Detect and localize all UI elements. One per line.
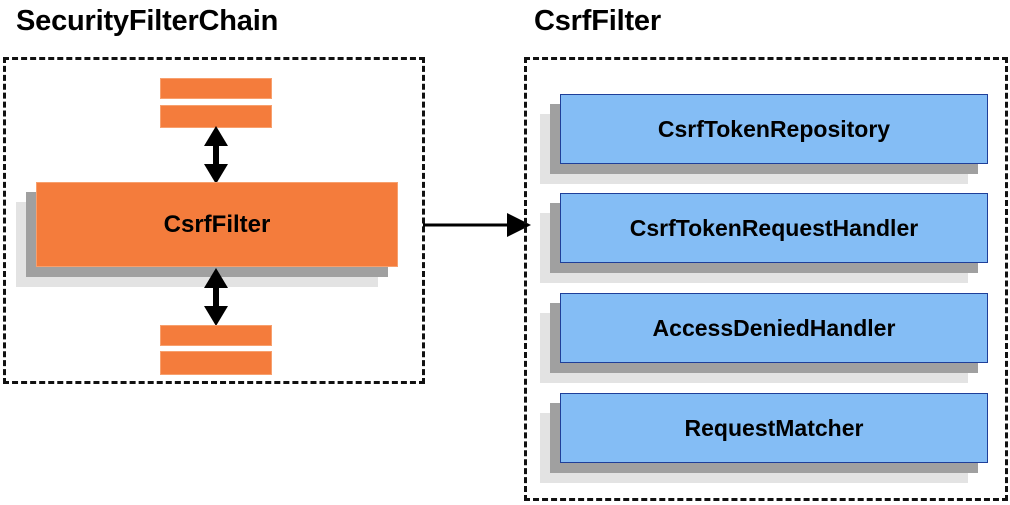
panel-csrf-filter-detail: [524, 57, 1008, 501]
collaborator-access-denied-handler[interactable]: AccessDeniedHandler: [540, 293, 988, 383]
collaborator-request-matcher[interactable]: RequestMatcher: [540, 393, 988, 483]
panel-security-filter-chain: [3, 57, 425, 384]
filter-slat-above-1: [160, 78, 272, 99]
collaborator-face: AccessDeniedHandler: [560, 293, 988, 363]
collaborator-csrf-token-repository[interactable]: CsrfTokenRepository: [540, 94, 988, 184]
chain-to-detail-arrow-icon: [423, 213, 531, 237]
collaborator-label: RequestMatcher: [684, 414, 864, 441]
csrf-filter-box[interactable]: CsrfFilter: [16, 182, 398, 287]
csrf-filter-label: CsrfFilter: [163, 210, 271, 238]
collaborator-label: AccessDeniedHandler: [652, 314, 896, 341]
collaborator-csrf-token-request-handler[interactable]: CsrfTokenRequestHandler: [540, 193, 988, 283]
collaborator-face: CsrfTokenRepository: [560, 94, 988, 164]
collaborator-face: CsrfTokenRequestHandler: [560, 193, 988, 263]
panel-title-csrf-filter: CsrfFilter: [534, 5, 661, 37]
collaborator-label: CsrfTokenRepository: [657, 115, 891, 142]
filter-slat-below-1: [160, 325, 272, 346]
collaborator-face: RequestMatcher: [560, 393, 988, 463]
filter-slat-below-2: [160, 351, 272, 375]
panel-title-security-filter-chain: SecurityFilterChain: [16, 5, 279, 37]
csrf-filter-face: CsrfFilter: [36, 182, 398, 267]
double-arrow-above-icon: [204, 126, 228, 184]
filter-slat-above-2: [160, 105, 272, 128]
double-arrow-below-icon: [204, 268, 228, 326]
collaborator-label: CsrfTokenRequestHandler: [629, 214, 919, 241]
